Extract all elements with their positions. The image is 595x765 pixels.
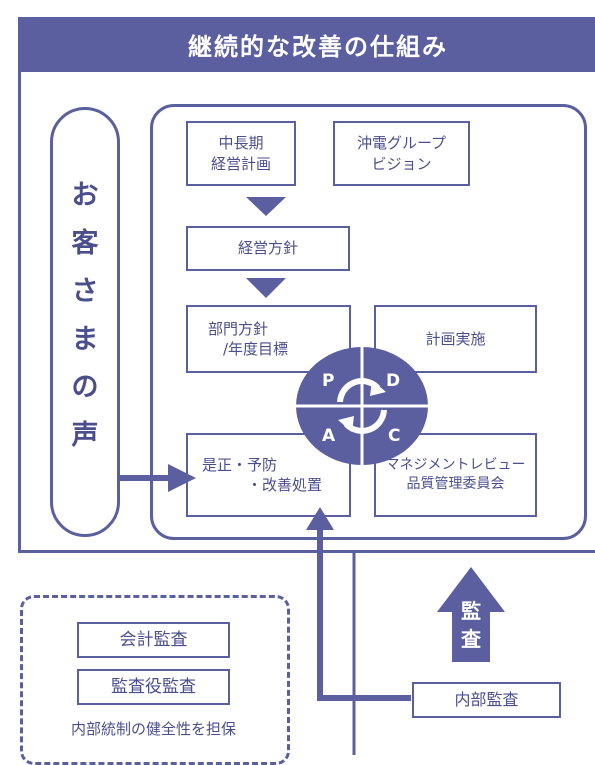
customer-voice-char: 声 xyxy=(71,420,99,451)
management-review-box: マネジメントレビュー 品質管理委員会 xyxy=(374,433,537,517)
auditor-audit-box: 監査役監査 xyxy=(77,669,230,705)
customer-voice-panel: お 客 さ ま の 声 xyxy=(50,107,120,537)
down-arrow-icon xyxy=(246,197,286,216)
pdca-a-label: A xyxy=(322,426,336,446)
internal-control-caption: 内部統制の健全性を担保 xyxy=(70,720,236,738)
group-vision-box: 沖電グループ ビジョン xyxy=(333,121,470,186)
internal-audit-box: 内部監査 xyxy=(412,682,561,718)
down-arrow-icon xyxy=(246,278,286,298)
management-policy-box: 経営方針 xyxy=(186,226,350,271)
outer-frame xyxy=(18,30,595,553)
up-arrow-icon xyxy=(306,507,334,530)
customer-voice-char: 客 xyxy=(71,228,99,259)
audit-arrow-icon xyxy=(437,567,505,662)
pdca-cycle-icon xyxy=(296,347,428,465)
customer-voice-char: の xyxy=(71,372,99,403)
audit-feedback-line xyxy=(317,525,411,701)
customer-voice-char: お xyxy=(71,180,99,211)
pdca-d-label: D xyxy=(386,371,401,391)
right-arrow-icon xyxy=(168,464,196,492)
midterm-plan-box: 中長期 経営計画 xyxy=(186,121,296,186)
page-title: 継続的な改善の仕組み xyxy=(18,17,595,72)
customer-voice-char: ま xyxy=(71,324,99,355)
customer-voice-char: さ xyxy=(71,276,99,307)
pdca-c-label: C xyxy=(388,426,401,446)
accounting-audit-box: 会計監査 xyxy=(77,622,230,658)
pdca-p-label: P xyxy=(322,371,335,391)
audit-arrow-label: 監 査 xyxy=(461,599,481,651)
